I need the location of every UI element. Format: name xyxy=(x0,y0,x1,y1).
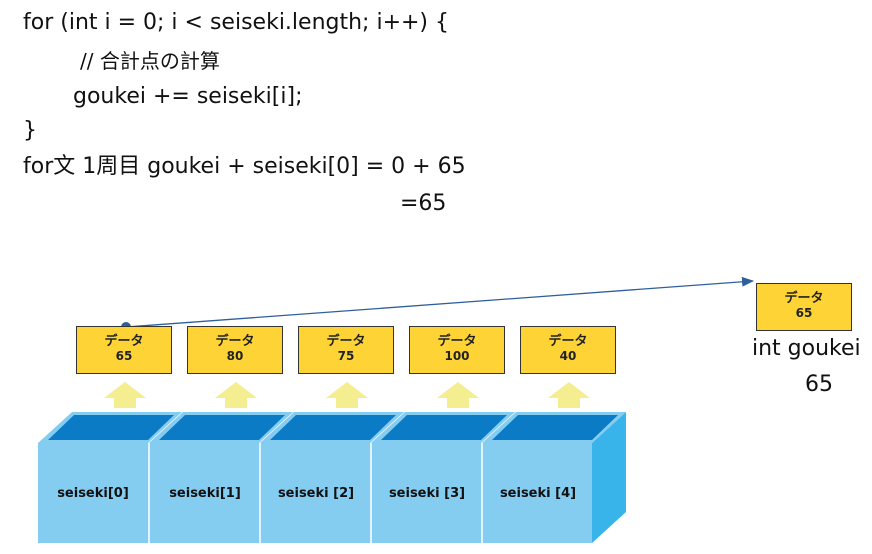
cell-label-0: seiseki[0] xyxy=(57,486,129,501)
data-box-value: 100 xyxy=(444,349,470,363)
goukei-box-value: 65 xyxy=(795,306,813,320)
array-cell-4 xyxy=(482,443,592,543)
data-box-value: 40 xyxy=(559,349,577,363)
array-side-face xyxy=(592,412,626,543)
up-arrow-2 xyxy=(326,382,368,408)
up-arrow-3 xyxy=(437,382,479,408)
data-box-3: データ 100 xyxy=(409,326,505,374)
data-box-value: 80 xyxy=(226,349,244,363)
data-box-4: データ 40 xyxy=(520,326,616,374)
cell-label-2: seiseki [2] xyxy=(278,486,354,501)
code-line-for: for (int i = 0; i < seiseki.length; i++)… xyxy=(23,10,450,35)
array-cell-1 xyxy=(149,443,260,543)
assignment-arrow xyxy=(125,276,754,328)
array-cell-3 xyxy=(371,443,482,543)
goukei-box-title: データ xyxy=(784,291,824,306)
up-arrow-0 xyxy=(104,382,146,408)
cell-label-1: seiseki[1] xyxy=(169,486,241,501)
code-line-comment: // 合計点の計算 xyxy=(80,49,220,73)
code-line-iteration: for文 1周目 goukei + seiseki[0] = 0 + 65 xyxy=(23,154,466,179)
code-line-result: =65 xyxy=(400,191,447,216)
array-front xyxy=(38,443,592,543)
code-line-close-brace: } xyxy=(23,118,37,143)
data-box-0: データ 65 xyxy=(76,326,172,374)
data-box-1: データ 80 xyxy=(187,326,283,374)
data-box-title: データ xyxy=(215,334,255,349)
data-box-value: 75 xyxy=(337,349,355,363)
array-top xyxy=(38,412,626,443)
up-arrow-1 xyxy=(215,382,257,408)
data-box-title: データ xyxy=(326,334,366,349)
code-line-sum: goukei += seiseki[i]; xyxy=(73,84,303,109)
goukei-label: int goukei xyxy=(752,336,861,361)
data-box-title: データ xyxy=(437,334,477,349)
cell-label-4: seiseki [4] xyxy=(500,486,576,501)
data-box-2: データ 75 xyxy=(298,326,394,374)
data-box-title: データ xyxy=(548,334,588,349)
data-box-value: 65 xyxy=(115,349,133,363)
up-arrow-4 xyxy=(548,382,590,408)
goukei-data-box: データ 65 xyxy=(756,283,852,331)
array-cell-2 xyxy=(260,443,371,543)
goukei-result: 65 xyxy=(805,372,833,397)
cell-label-3: seiseki [3] xyxy=(389,486,465,501)
data-box-title: データ xyxy=(104,334,144,349)
array-cell-0 xyxy=(38,443,149,543)
